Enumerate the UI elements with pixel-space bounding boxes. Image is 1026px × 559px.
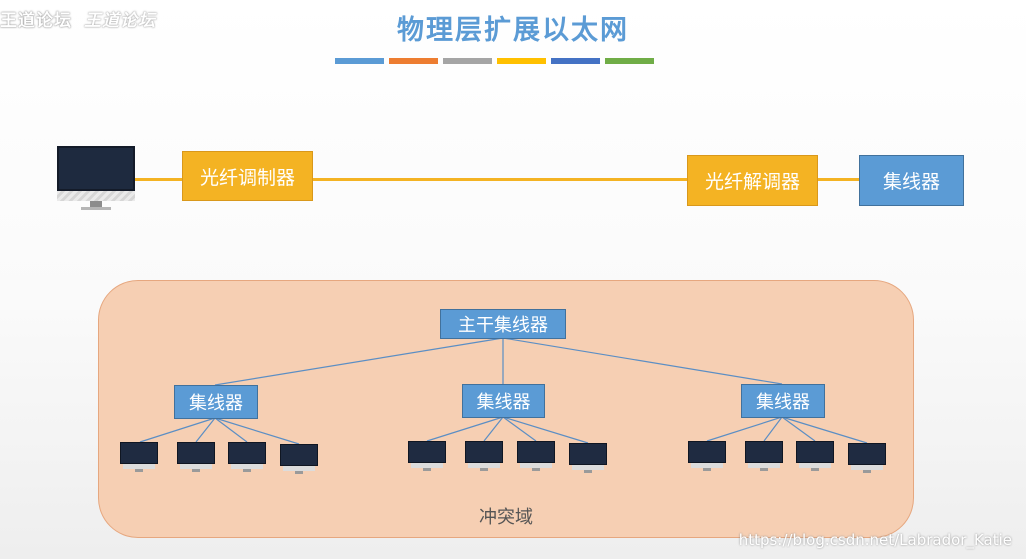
hub-to-pc-line	[763, 416, 783, 442]
monitor-stand	[90, 201, 102, 207]
trunk-line	[502, 337, 783, 385]
link-demodulator-hub	[817, 178, 861, 181]
computer-icon	[177, 442, 215, 476]
color-segment	[443, 58, 492, 64]
computer-icon	[228, 442, 266, 476]
monitor-foot	[81, 207, 111, 210]
trunk-line	[214, 337, 504, 386]
hub-box: 集线器	[859, 155, 964, 206]
forum-watermark-sub: 王道论坛	[84, 11, 156, 31]
collision-domain-label: 冲突域	[479, 507, 533, 528]
computer-icon	[796, 441, 834, 475]
computer-icon	[688, 441, 726, 475]
color-segment	[389, 58, 438, 64]
blog-watermark: https://blog.csdn.net/Labrador_Katie	[738, 531, 1012, 549]
hub-to-pc-line	[483, 416, 504, 442]
hub-to-pc-line	[502, 416, 537, 442]
hub-to-pc-line	[781, 416, 868, 444]
hub-to-pc-line	[195, 417, 216, 443]
hub-to-pc-line	[502, 416, 589, 444]
hub-box-right: 集线器	[741, 384, 825, 418]
hub-to-pc-line	[781, 416, 816, 442]
hub-to-pc-line	[139, 417, 216, 443]
monitor-screen	[57, 146, 135, 191]
main-hub-box: 主干集线器	[440, 309, 566, 339]
forum-watermark-text: 王道论坛	[0, 11, 72, 31]
hub-to-pc-line	[214, 417, 248, 443]
computer-icon	[517, 441, 555, 475]
monitor-base	[57, 191, 135, 201]
computer-icon	[745, 441, 783, 475]
computer-icon	[848, 443, 886, 477]
hub-to-pc-line	[706, 416, 783, 442]
hub-to-pc-line	[426, 416, 504, 442]
computer-icon	[57, 146, 135, 214]
color-segment	[335, 58, 384, 64]
slide-title: 物理层扩展以太网	[397, 15, 629, 46]
title-color-bar	[335, 58, 654, 64]
link-pc-modulator	[134, 178, 184, 181]
forum-watermark: 王道论坛王道论坛	[0, 6, 156, 31]
color-segment	[551, 58, 600, 64]
fiber-link	[312, 178, 688, 181]
color-segment	[497, 58, 546, 64]
hub-box-middle: 集线器	[462, 384, 545, 418]
computer-icon	[408, 441, 446, 475]
computer-icon	[280, 444, 318, 478]
computer-icon	[569, 443, 607, 477]
fiber-demodulator-box: 光纤解调器	[687, 155, 818, 206]
computer-icon	[120, 442, 158, 476]
color-segment	[605, 58, 654, 64]
hub-box-left: 集线器	[174, 385, 258, 419]
computer-icon	[465, 441, 503, 475]
fiber-modulator-box: 光纤调制器	[182, 151, 313, 201]
hub-to-pc-line	[214, 417, 300, 445]
